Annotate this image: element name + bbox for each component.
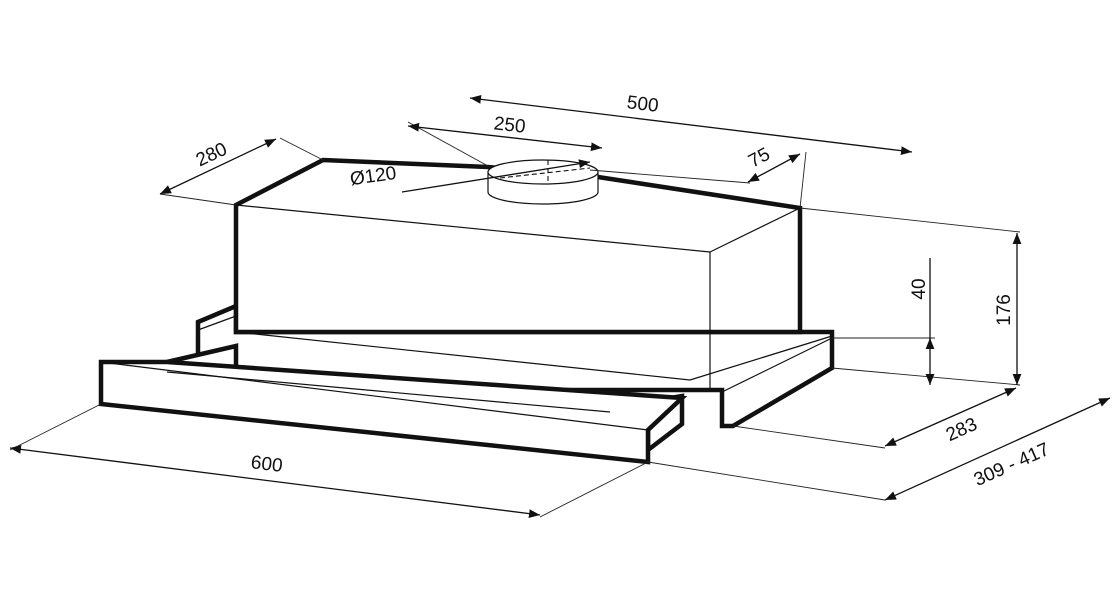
label-309-417: 309 - 417 [971, 439, 1053, 491]
label-250: 250 [493, 113, 527, 137]
dim-line-600 [9, 445, 541, 518]
label-75: 75 [745, 144, 774, 172]
dim-line-309-417 [884, 397, 1111, 501]
dim-line-120 [401, 159, 591, 193]
collar-top [487, 159, 599, 185]
dim-line-280 [159, 138, 277, 195]
outlet-collar [487, 159, 599, 205]
dimension-lines [9, 94, 1111, 518]
tray-left-edge [197, 315, 237, 331]
label-176: 176 [994, 294, 1015, 326]
drawer-bar-inner-edge [166, 371, 611, 413]
collar-centerline-h [499, 167, 591, 179]
sliding-drawer [98, 343, 688, 465]
label-40: 40 [909, 278, 930, 299]
drawer-bar-top-edge [100, 361, 649, 431]
dim-line-500 [469, 94, 913, 156]
upper-box-outline [233, 157, 803, 335]
label-283: 283 [943, 414, 981, 446]
dim-line-75 [747, 153, 801, 183]
tray-inner-edge [235, 331, 691, 381]
label-500: 500 [626, 92, 660, 117]
tray-inner-edge-2 [689, 335, 833, 381]
hood-body [195, 157, 835, 429]
box-right-edge [709, 207, 801, 253]
dim-line-250 [407, 122, 603, 152]
tray-front-edge [721, 337, 833, 393]
label-280: 280 [193, 139, 231, 171]
box-front-top-edge [235, 204, 711, 253]
label-600: 600 [250, 452, 284, 477]
